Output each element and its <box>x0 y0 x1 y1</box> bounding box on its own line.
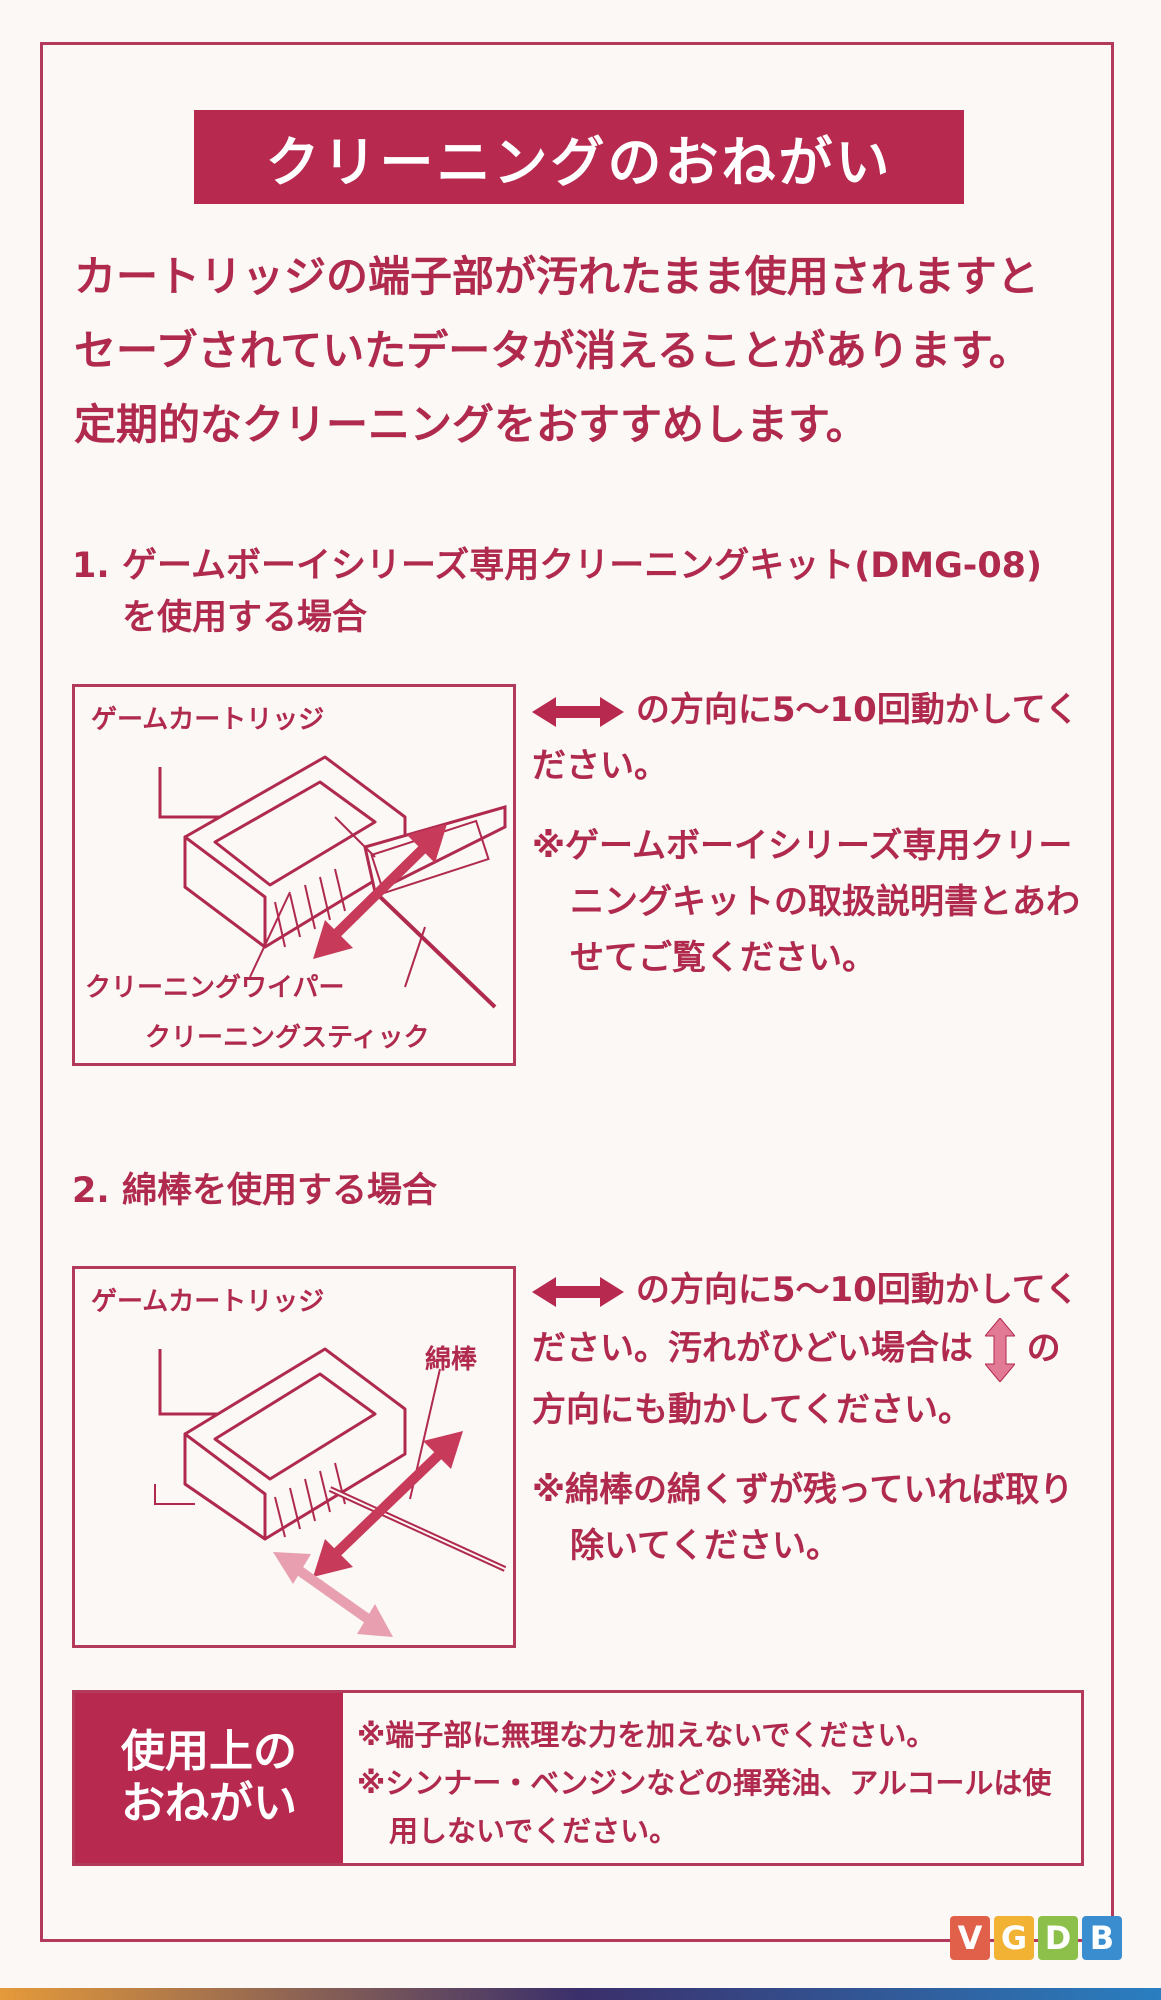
intro-line-3: 定期的なクリーニングをおすすめします。 <box>74 400 868 449</box>
usage-notice-item-2: ※シンナー・ベンジンなどの揮発油、アルコールは使用しないでください。 <box>357 1766 1052 1848</box>
section1-instruction-text: の方向に5～10回動かしてください。 <box>532 690 1079 786</box>
logo-letter-v: V <box>950 1916 990 1960</box>
logo-letter-b: B <box>1082 1916 1122 1960</box>
page-title: クリーニングのおねがい <box>194 110 964 204</box>
section1-heading: 1. ゲームボーイシリーズ専用クリーニングキット(DMG-08) を使用する場合 <box>72 540 1042 644</box>
section2-instruction-b: の方向にも動かしてください。 <box>532 1328 1061 1431</box>
vertical-double-arrow-icon <box>984 1318 1015 1382</box>
page-frame <box>40 42 1114 1942</box>
label-cleaning-stick: クリーニングスティック <box>145 1023 430 1053</box>
section1-heading-line2: を使用する場合 <box>122 598 368 638</box>
cartridge-kit-drawing <box>158 755 507 1009</box>
horizontal-double-arrow-icon <box>532 696 624 727</box>
section2-note: ※綿棒の綿くずが残っていれば取り除いてください。 <box>532 1470 1074 1566</box>
logo-letter-d: D <box>1038 1916 1078 1960</box>
vgdb-watermark-logo: V G D B <box>950 1916 1122 1960</box>
label-game-cartridge-2: ゲームカートリッジ <box>91 1287 325 1317</box>
usage-notice-label: 使用上の おねがい <box>75 1693 343 1863</box>
cartridge-swab-drawing <box>154 1347 507 1637</box>
label-cotton-swab: 綿棒 <box>425 1345 478 1375</box>
section1-number: 1. <box>72 546 110 586</box>
section2-heading: 2. 綿棒を使用する場合 <box>72 1165 437 1217</box>
illustration-cleaning-kit: ゲームカートリッジ クリーニングワイパー クリーニングスティック <box>72 684 516 1066</box>
bottom-image-edge <box>0 1988 1161 2000</box>
intro-text: カートリッジの端子部が汚れたまま使用されますと セーブされていたデータが消えるこ… <box>74 252 1104 474</box>
section2-heading-text: 綿棒を使用する場合 <box>122 1171 438 1211</box>
section1-heading-line1: ゲームボーイシリーズ専用クリーニングキット(DMG-08) <box>122 546 1043 586</box>
usage-notice-label-line1: 使用上の <box>121 1726 297 1777</box>
usage-notice-item-1: ※端子部に無理な力を加えないでください。 <box>357 1718 936 1752</box>
section1-note: ※ゲームボーイシリーズ専用クリーニングキットの取扱説明書とあわせてご覧ください。 <box>532 826 1080 978</box>
label-cleaning-wiper: クリーニングワイパー <box>85 973 345 1003</box>
section1-instructions: の方向に5～10回動かしてください。 ※ゲームボーイシリーズ専用クリーニングキッ… <box>532 682 1092 998</box>
illustration-cotton-swab: ゲームカートリッジ 綿棒 <box>72 1266 516 1648</box>
section2-number: 2. <box>72 1171 110 1211</box>
intro-line-2: セーブされていたデータが消えることがあります。 <box>74 326 1031 375</box>
horizontal-double-arrow-icon <box>532 1276 624 1307</box>
usage-notice: 使用上の おねがい ※端子部に無理な力を加えないでください。 ※シンナー・ベンジ… <box>72 1690 1084 1866</box>
label-game-cartridge: ゲームカートリッジ <box>91 705 325 735</box>
logo-letter-g: G <box>994 1916 1034 1960</box>
usage-notice-items: ※端子部に無理な力を加えないでください。 ※シンナー・ベンジンなどの揮発油、アル… <box>357 1711 1077 1855</box>
usage-notice-label-line2: おねがい <box>121 1778 297 1829</box>
section2-instructions: の方向に5～10回動かしてください。汚れがひどい場合は の方向にも動かしてくださ… <box>532 1262 1092 1586</box>
intro-line-1: カートリッジの端子部が汚れたまま使用されますと <box>74 252 1039 301</box>
section2-instruction-a: の方向に5～10回動かしてください。汚れがひどい場合は <box>532 1270 1079 1369</box>
